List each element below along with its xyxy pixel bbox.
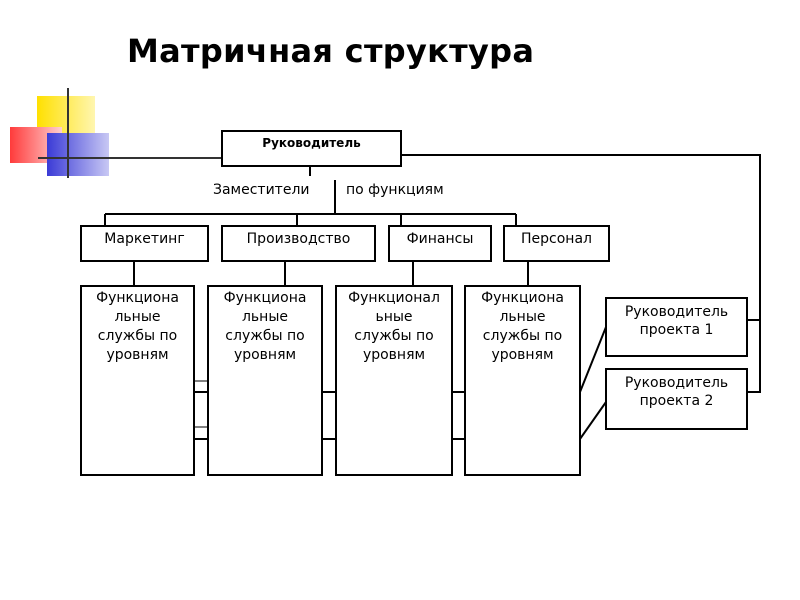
project-manager-2-box: Руководитель проекта 2 bbox=[605, 368, 748, 430]
functional-box-finance: Функционал ьные службы по уровням bbox=[335, 285, 453, 476]
functional-line: Функционал bbox=[348, 290, 440, 306]
head-box: Руководитель bbox=[221, 130, 402, 167]
page-title: Матричная структура bbox=[127, 32, 535, 70]
decor-blue-square bbox=[47, 133, 109, 176]
decor-vertical-line bbox=[67, 88, 69, 178]
decor-horizontal-line bbox=[38, 157, 221, 159]
functional-line: Функциона bbox=[96, 290, 179, 306]
functional-line: ьные bbox=[375, 309, 413, 325]
functional-box-marketing: Функциона льные службы по уровням bbox=[80, 285, 195, 476]
department-label: Финансы bbox=[406, 231, 474, 247]
project-manager-1-box: Руководитель проекта 1 bbox=[605, 297, 748, 357]
functional-line: льные bbox=[114, 309, 161, 325]
functional-line: уровням bbox=[491, 347, 554, 363]
functional-line: Функциона bbox=[481, 290, 564, 306]
functional-line: льные bbox=[241, 309, 289, 325]
project-line: проекта 1 bbox=[639, 322, 714, 338]
functional-line: льные bbox=[499, 309, 546, 325]
department-personnel: Персонал bbox=[503, 225, 610, 262]
functional-line: службы по bbox=[482, 328, 563, 344]
department-label: Персонал bbox=[521, 231, 592, 247]
functional-line: службы по bbox=[225, 328, 305, 344]
department-finance: Финансы bbox=[388, 225, 492, 262]
project-line: Руководитель bbox=[624, 304, 729, 320]
head-to-projects-line bbox=[401, 154, 761, 393]
project-line: Руководитель bbox=[624, 375, 729, 391]
functional-line: уровням bbox=[106, 347, 169, 363]
head-label: Руководитель bbox=[262, 136, 361, 150]
functional-line: уровням bbox=[233, 347, 297, 363]
functional-box-production: Функциона льные службы по уровням bbox=[207, 285, 323, 476]
department-label: Производство bbox=[246, 231, 351, 247]
project-line: проекта 2 bbox=[639, 393, 714, 409]
functional-line: службы по bbox=[354, 328, 434, 344]
deputies-function-label: по функциям bbox=[346, 182, 444, 198]
department-label: Маркетинг bbox=[104, 231, 185, 247]
department-production: Производство bbox=[221, 225, 376, 262]
functional-line: службы по bbox=[97, 328, 178, 344]
functional-line: Функциона bbox=[223, 290, 307, 306]
deputies-label: Заместители bbox=[213, 182, 310, 198]
functional-line: уровням bbox=[362, 347, 426, 363]
department-marketing: Маркетинг bbox=[80, 225, 209, 262]
functional-box-personnel: Функциона льные службы по уровням bbox=[464, 285, 581, 476]
